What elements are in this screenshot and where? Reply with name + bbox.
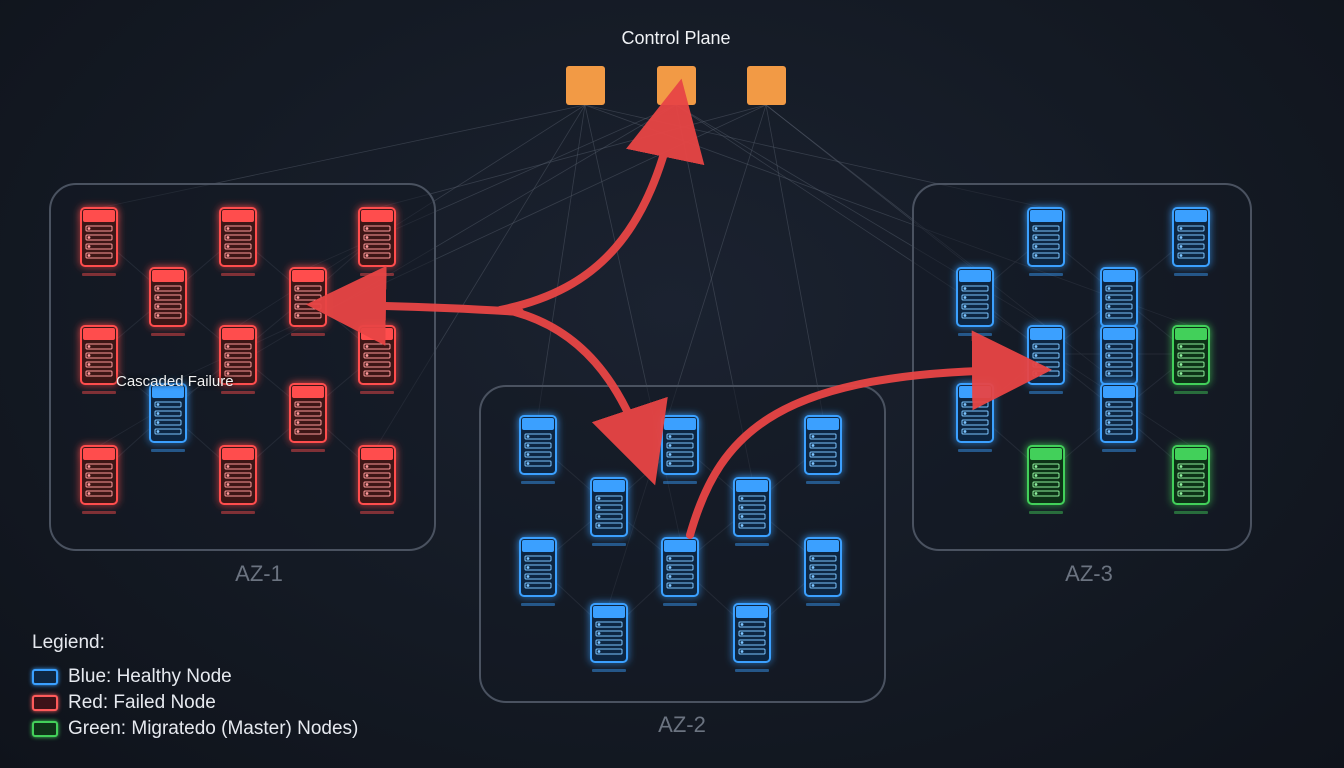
legend: Legiend: Blue: Healthy Node Red: Failed … (32, 632, 358, 742)
node-caption-mark (663, 603, 697, 606)
zone-label-az1: AZ-1 (235, 561, 283, 586)
node-caption-mark (1174, 511, 1208, 514)
server-node-icon (358, 445, 396, 505)
server-node-icon (1172, 207, 1210, 267)
server-node-icon (804, 537, 842, 597)
node-caption-mark (360, 273, 394, 276)
node-caption-mark (82, 391, 116, 394)
control-plane-title: Control Plane (621, 28, 731, 48)
server-node-icon (661, 537, 699, 597)
node-caption-mark (735, 669, 769, 672)
zone-label-az3: AZ-3 (1065, 561, 1113, 586)
server-node-icon (1100, 267, 1138, 327)
node-caption-mark (521, 481, 555, 484)
server-node-icon (1172, 445, 1210, 505)
node-caption-mark (151, 333, 185, 336)
server-node-icon (219, 445, 257, 505)
node-caption-mark (1029, 273, 1063, 276)
server-node-icon (733, 477, 771, 537)
node-caption-mark (1029, 391, 1063, 394)
server-node-icon (80, 445, 118, 505)
failure-arrow-to-az2 (511, 308, 668, 486)
server-node-icon (1027, 325, 1065, 385)
node-caption-mark (1102, 449, 1136, 452)
server-node-icon (358, 325, 396, 385)
control-plane-server-1 (566, 66, 605, 105)
node-caption-mark (360, 391, 394, 394)
server-node-icon (1100, 325, 1138, 385)
server-node-icon (590, 477, 628, 537)
node-caption-mark (1174, 391, 1208, 394)
node-caption-mark (735, 543, 769, 546)
node-caption-mark (151, 449, 185, 452)
node-caption-mark (592, 669, 626, 672)
node-caption-mark (592, 543, 626, 546)
node-caption-mark (1174, 273, 1208, 276)
node-caption-mark (221, 273, 255, 276)
control-plane-server-3 (747, 66, 786, 105)
control-plane-server-2 (657, 66, 696, 105)
zone-label-az2: AZ-2 (658, 712, 706, 737)
control-link (537, 104, 586, 417)
server-node-icon (519, 415, 557, 475)
server-node-icon (219, 325, 257, 385)
node-caption-mark (360, 511, 394, 514)
server-node-icon (289, 383, 327, 443)
legend-item-failed: Red: Failed Node (32, 690, 358, 716)
green-swatch-icon (32, 721, 58, 737)
server-node-icon (358, 207, 396, 267)
server-node-icon (219, 207, 257, 267)
server-node-icon (956, 383, 994, 443)
node-caption-mark (958, 333, 992, 336)
legend-label-migrated: Green: Migratedo (Master) Nodes) (68, 718, 359, 739)
node-caption-mark (291, 333, 325, 336)
legend-label-failed: Red: Failed Node (68, 692, 216, 713)
cascaded-failure-annotation: Cascaded Failure (116, 373, 234, 390)
server-node-icon (289, 267, 327, 327)
node-caption-mark (221, 391, 255, 394)
zone-frame-az3 (912, 183, 1252, 551)
node-caption-mark (806, 603, 840, 606)
server-node-icon (590, 603, 628, 663)
server-node-icon (80, 207, 118, 267)
node-caption-mark (806, 481, 840, 484)
server-node-icon (80, 325, 118, 385)
failure-arrow-to-control-plane (496, 78, 705, 314)
failure-arrows (306, 78, 1052, 539)
node-caption-mark (82, 273, 116, 276)
node-caption-mark (958, 449, 992, 452)
legend-item-healthy: Blue: Healthy Node (32, 664, 358, 690)
node-caption-mark (1029, 511, 1063, 514)
blue-swatch-icon (32, 669, 58, 685)
legend-item-migrated: Green: Migratedo (Master) Nodes) (32, 716, 358, 742)
node-caption-mark (82, 511, 116, 514)
server-node-icon (661, 415, 699, 475)
node-caption-mark (291, 449, 325, 452)
node-caption-mark (221, 511, 255, 514)
server-node-icon (149, 383, 187, 443)
red-swatch-icon (32, 695, 58, 711)
server-node-icon (1172, 325, 1210, 385)
server-node-icon (733, 603, 771, 663)
server-node-icon (519, 537, 557, 597)
control-link (765, 104, 824, 417)
legend-label-healthy: Blue: Healthy Node (68, 666, 232, 687)
node-caption-mark (521, 603, 555, 606)
failure-arrow-to-az1 (306, 265, 524, 346)
legend-title: Legiend: (32, 632, 105, 653)
server-node-icon (1027, 445, 1065, 505)
server-node-icon (1027, 207, 1065, 267)
failure-arrow-az2-to-az3 (686, 330, 1052, 539)
server-node-icon (1100, 383, 1138, 443)
node-caption-mark (663, 481, 697, 484)
server-node-icon (804, 415, 842, 475)
server-node-icon (149, 267, 187, 327)
server-node-icon (956, 267, 994, 327)
